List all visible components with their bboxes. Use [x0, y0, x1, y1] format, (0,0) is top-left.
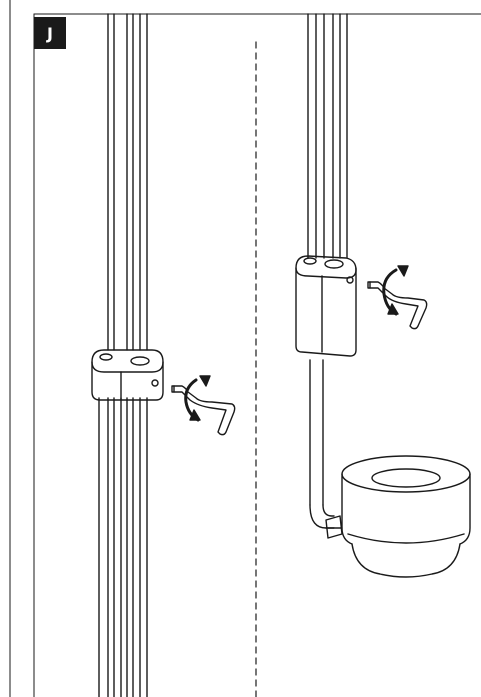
- left-pole: [98, 13, 148, 697]
- allen-key-icon: [171, 385, 236, 436]
- right-clamp: [295, 255, 357, 357]
- step-label: J: [34, 17, 66, 49]
- elbow-connector: [309, 504, 343, 539]
- left-clamp: [91, 349, 164, 401]
- page-frame: [9, 0, 481, 697]
- rotate-arrow-icon: [184, 375, 211, 422]
- right-pole: [307, 13, 348, 506]
- bowl: [341, 455, 471, 578]
- rotate-arrow-icon-2: [382, 265, 409, 316]
- allen-key-icon-2: [367, 281, 428, 330]
